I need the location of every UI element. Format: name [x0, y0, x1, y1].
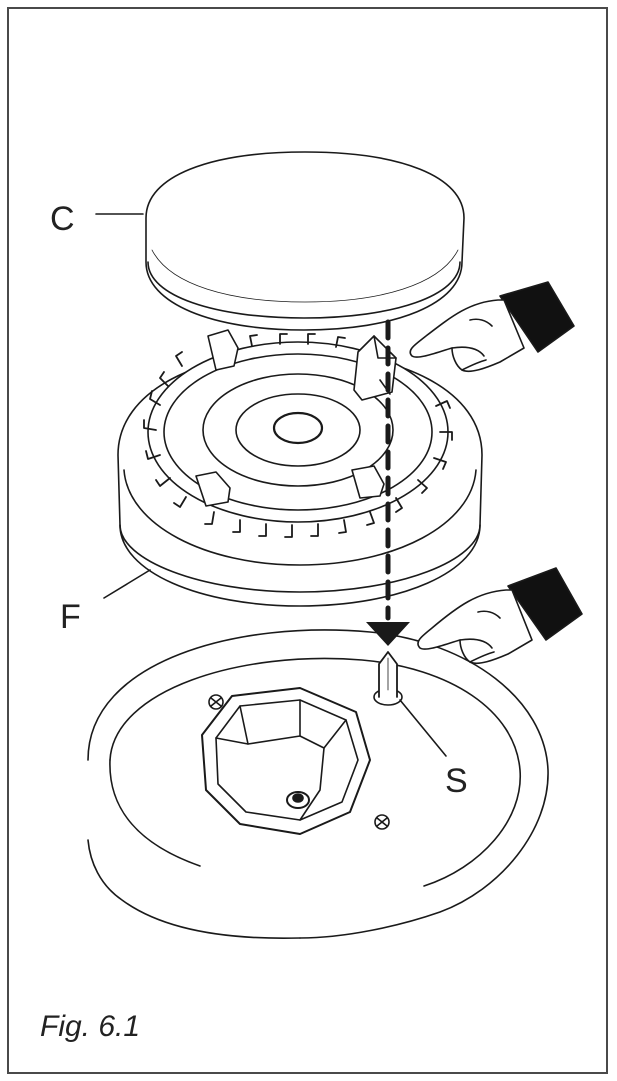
flame-spreader-leader-line — [103, 569, 151, 599]
spark-plug-label: S — [445, 762, 468, 800]
spark-plug-leader-line — [399, 699, 447, 757]
cap-label: C — [50, 200, 75, 238]
flame-spreader-label: F — [60, 598, 81, 636]
pointing-hand-icon — [417, 567, 583, 665]
figure-caption: Fig. 6.1 — [40, 1010, 141, 1043]
burner-base — [87, 629, 549, 940]
burner-cap — [145, 151, 465, 331]
flame-spreader — [117, 329, 483, 607]
pointing-hand-icon — [409, 281, 575, 373]
spark-plug — [373, 651, 403, 706]
